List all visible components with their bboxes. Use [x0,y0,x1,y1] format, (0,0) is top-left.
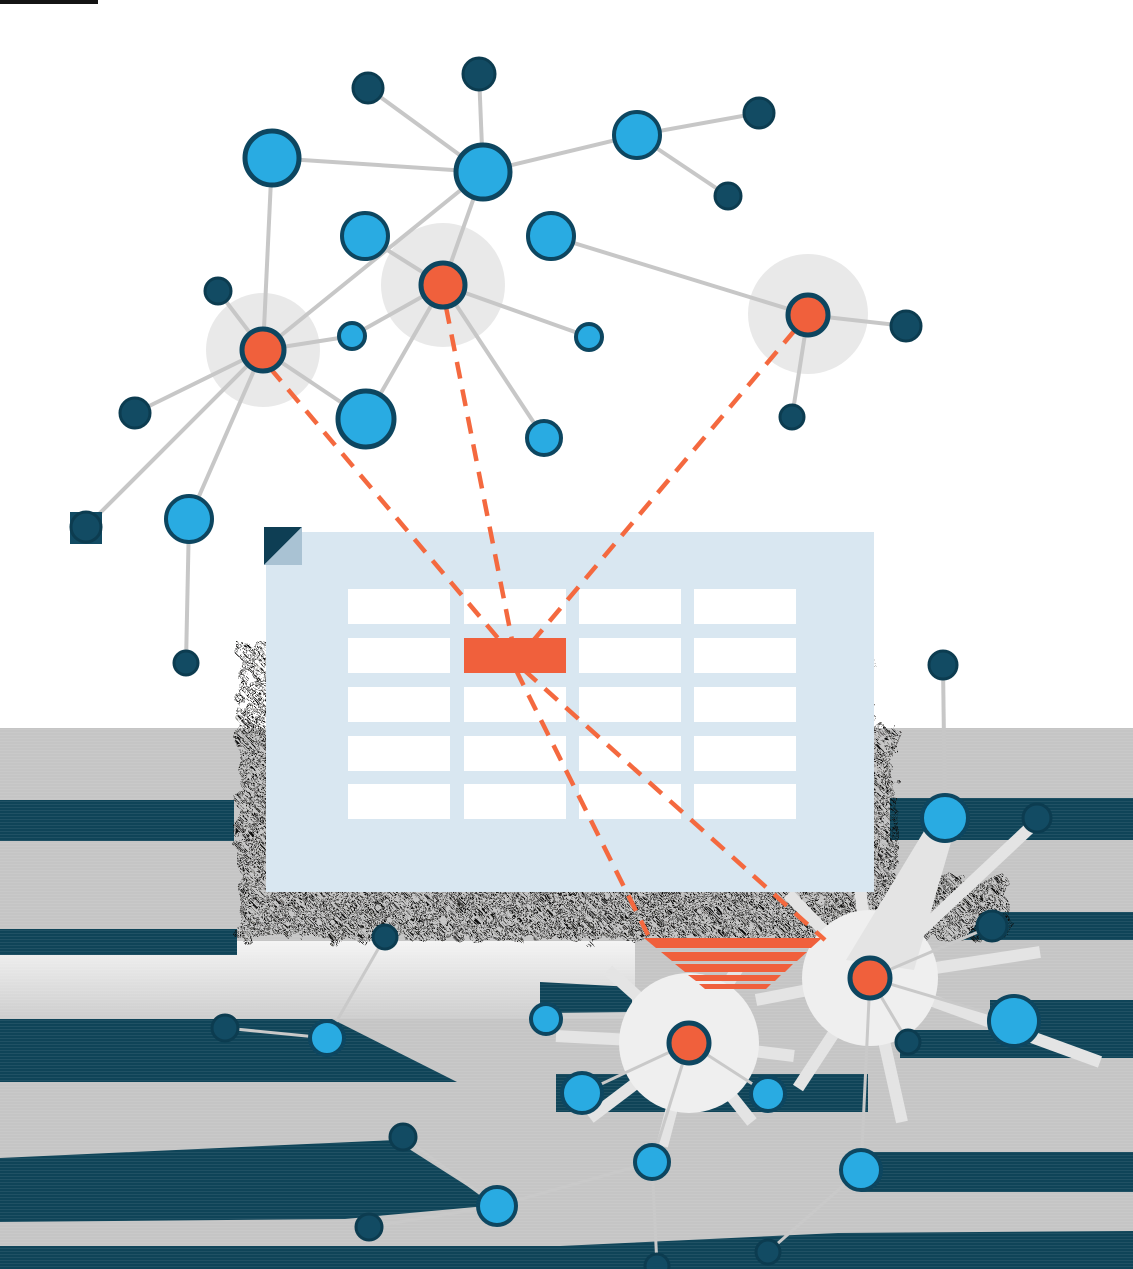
node-blue-b16 [529,1002,563,1036]
node-blue-b6 [574,322,604,352]
node-blue-b9 [164,494,214,544]
node-dark-d12 [975,909,1009,943]
dash-left-hub-to-cell [268,366,510,652]
node-dark-d10 [778,403,806,431]
edge-l-d8 [84,348,265,529]
funnel-stripe-5 [699,984,771,989]
node-orange-hub-bottom-left [666,1020,712,1066]
dash-center-hub-to-cell [443,306,516,646]
node-dark-d4 [713,181,743,211]
edge-c-b8 [441,283,546,440]
node-blue-b10 [920,793,970,843]
edge-r-b4 [550,234,809,317]
node-dark-d18 [354,1212,384,1242]
sheet-cell-r4-c2 [464,736,566,771]
node-blue-b18 [476,1185,518,1227]
top-edge-tick [0,0,98,4]
node-dark-d6 [889,309,923,343]
sheet-fold-light [264,527,302,565]
sheet-cell-r5-c2 [464,784,566,819]
node-blue-b13 [749,1075,787,1113]
sheet-cell-r1-c3 [579,589,681,624]
edge-br-b12 [859,977,872,1171]
node-dark-d7 [118,396,152,430]
node-orange-hub-center [418,260,468,310]
funnel-stripe-3 [675,964,793,972]
node-blue-b11 [987,994,1041,1048]
node-dark-d13 [894,1028,922,1056]
funnel-stripe-1 [644,938,822,948]
edge-c-b6 [442,283,590,339]
dashed-links [268,306,827,942]
edge-b18-b15 [496,1160,653,1208]
funnel-stripe-4 [688,975,781,981]
edge-l-t [261,170,485,352]
node-blue-b8 [525,419,563,457]
dash-right-hub-to-cell [525,328,797,650]
edge-t-b1 [271,156,484,174]
corner-tick [0,0,98,4]
sheet-cell-r5-c4 [694,784,796,819]
node-dark-d14 [1021,802,1053,834]
edge-l-b1 [261,157,274,351]
node-blue-b4 [526,211,576,261]
node-dark-d11 [927,649,959,681]
node-dark-d17 [388,1122,418,1152]
node-dark-d20 [754,1238,782,1266]
edge-l-b9 [187,349,265,520]
sheet-cell-r5-c1 [348,784,450,819]
edge-b18-d18 [368,1204,498,1229]
sheet-cell-r3-c4 [694,687,796,722]
node-blue-b15 [633,1143,671,1181]
node-dark-d3 [742,96,776,130]
node-blue-b3 [340,211,390,261]
sheet-cell-r4-c1 [348,736,450,771]
sheet-cell-r2-c3 [579,638,681,673]
node-dark-d8 [69,510,103,544]
node-blue-b14 [560,1071,604,1115]
sheet-cell-r3-c1 [348,687,450,722]
sheet-cell-r1-c1 [348,589,450,624]
node-blue-b7 [335,388,397,450]
node-dark-d19 [643,1252,671,1269]
node-orange-hub-right [785,292,831,338]
funnel-stripe-2 [661,952,807,961]
sheet-cell-r4-c4 [694,736,796,771]
node-blue-b5 [337,321,367,351]
sheet-cell-r5-c3 [579,784,681,819]
node-blue-b2 [612,110,662,160]
highlighted-cell [464,638,566,673]
edge-l-d7 [134,348,264,415]
sheet-cell-r1-c2 [464,589,566,624]
node-blue-top-hub [453,142,513,202]
node-blue-b12 [839,1148,883,1192]
sheet-cell-r1-c4 [694,589,796,624]
selected-cell [464,638,566,673]
edge-b17-d16 [325,936,387,1039]
funnel-stripes [644,938,822,989]
node-dark-d9 [172,649,200,677]
node-orange-hub-left [239,326,287,374]
node-dark-d16 [371,923,399,951]
node-dark-d1 [461,56,497,92]
sheet-cell-r2-c4 [694,638,796,673]
node-orange-hub-bottom-right [847,955,893,1001]
sheet-cell-r2-c1 [348,638,450,673]
node-dark-d5 [203,276,233,306]
node-dark-d15 [210,1013,240,1043]
dash-cell-to-funnel-left [513,668,651,937]
node-dark-d2 [351,71,385,105]
dash-cell-to-funnel-right [522,668,827,942]
nodes [69,56,1053,1269]
edge-d11-b10 [941,664,947,819]
node-blue-b17 [308,1019,346,1057]
wedge-node-to-hub [846,818,958,970]
node-blue-b1 [242,128,302,188]
sheet-cell-r3-c3 [579,687,681,722]
top-edges [84,73,947,819]
